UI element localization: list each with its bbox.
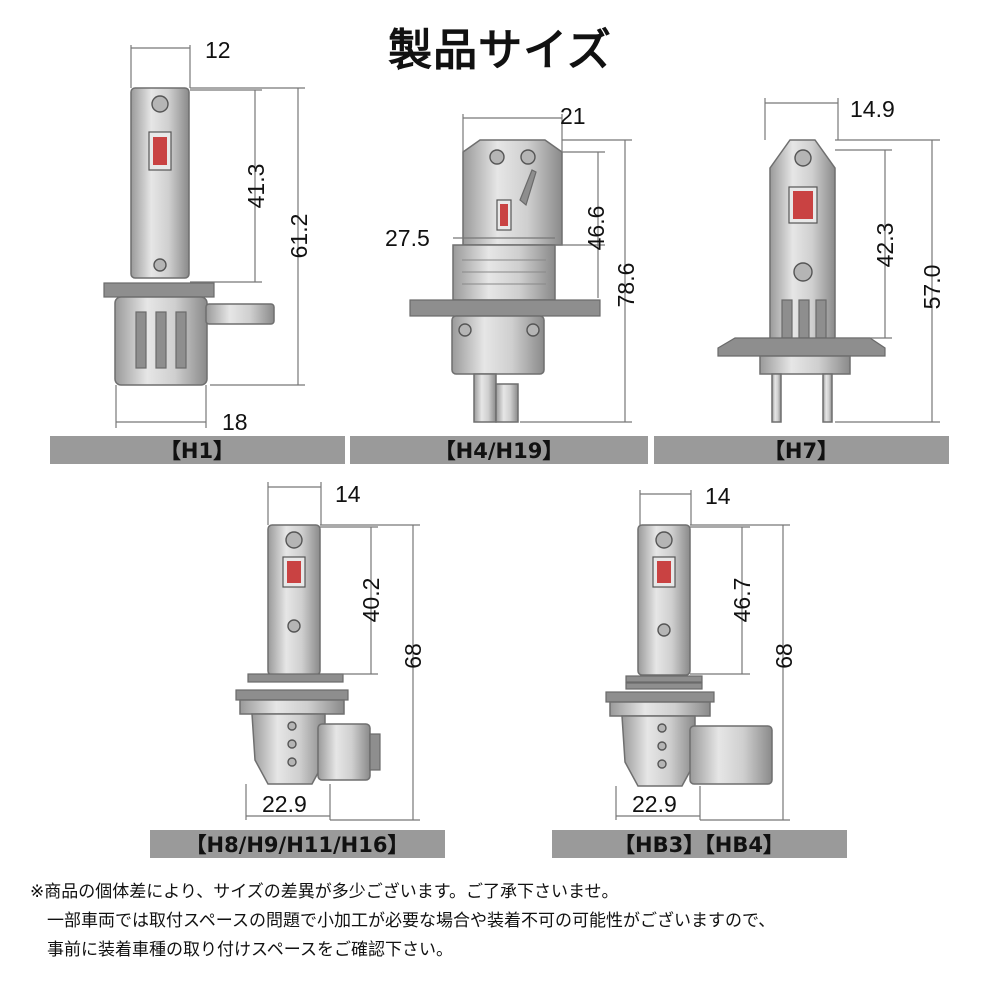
- note-line: ※商品の個体差により、サイズの差異が多少ございます。ご了承下さいませ。: [30, 882, 619, 902]
- h8-top-width: 14: [335, 481, 361, 507]
- h8-led-height: 40.2: [358, 578, 384, 623]
- h4-h19-top-width: 21: [560, 103, 586, 129]
- label-h1: 【H1】: [160, 439, 234, 463]
- hb3-dimension-lines: [615, 490, 790, 821]
- label-hb3-hb4: 【HB3】【HB4】: [614, 833, 784, 857]
- h1-base-width: 18: [222, 409, 248, 435]
- h8-total-height: 68: [400, 643, 426, 669]
- label-h8-h9-h11-h16: 【H8/H9/H11/H16】: [186, 833, 409, 857]
- h1-led-height: 41.3: [243, 164, 269, 209]
- h4-h19-fin-width: 27.5: [385, 225, 430, 251]
- h4-h19-dimension-lines: [453, 114, 632, 423]
- h8-dimension-lines: [245, 482, 420, 821]
- label-bar-hb3-hb4: [552, 830, 847, 858]
- h1-top-width: 12: [205, 37, 231, 63]
- h4-h19-led-height: 46.6: [583, 206, 609, 251]
- h4-h19-total-height: 78.6: [613, 263, 639, 308]
- label-bar-h4-h19: [350, 436, 648, 464]
- h7-total-height: 57.0: [919, 265, 945, 310]
- label-h7: 【H7】: [764, 439, 838, 463]
- h7-dimension-lines: [764, 98, 940, 423]
- label-bar-h1: [50, 436, 345, 464]
- hb3-led-height: 46.7: [729, 578, 755, 623]
- bulb-h4-h19: [409, 139, 601, 423]
- h7-led-height: 42.3: [872, 223, 898, 268]
- hb3-top-width: 14: [705, 483, 731, 509]
- h7-top-width: 14.9: [850, 96, 895, 122]
- label-h4-h19: 【H4/H19】: [435, 439, 564, 463]
- bulb-h1: [103, 87, 275, 386]
- hb3-total-height: 68: [771, 643, 797, 669]
- bulb-hb3-hb4: [605, 524, 773, 787]
- label-bar-h7: [654, 436, 949, 464]
- notes: ※商品の個体差により、サイズの差異が多少ございます。ご了承下さいませ。 一部車両…: [30, 878, 980, 965]
- h1-dimension-lines: [115, 45, 305, 428]
- h8-base-width: 22.9: [262, 791, 307, 817]
- hb3-base-width: 22.9: [632, 791, 677, 817]
- bulb-h7: [717, 139, 886, 423]
- bulb-h8-h9-h11-h16: [235, 524, 381, 785]
- page-title: 製品サイズ: [388, 25, 612, 76]
- note-line: 事前に装着車種の取り付けスペースをご確認下さい。: [47, 940, 453, 960]
- note-line: 一部車両では取付スペースの問題で小加工が必要な場合や装着不可の可能性がございます…: [47, 911, 776, 931]
- label-bar-h8-h9-h11-h16: [150, 830, 445, 858]
- h1-total-height: 61.2: [286, 214, 312, 259]
